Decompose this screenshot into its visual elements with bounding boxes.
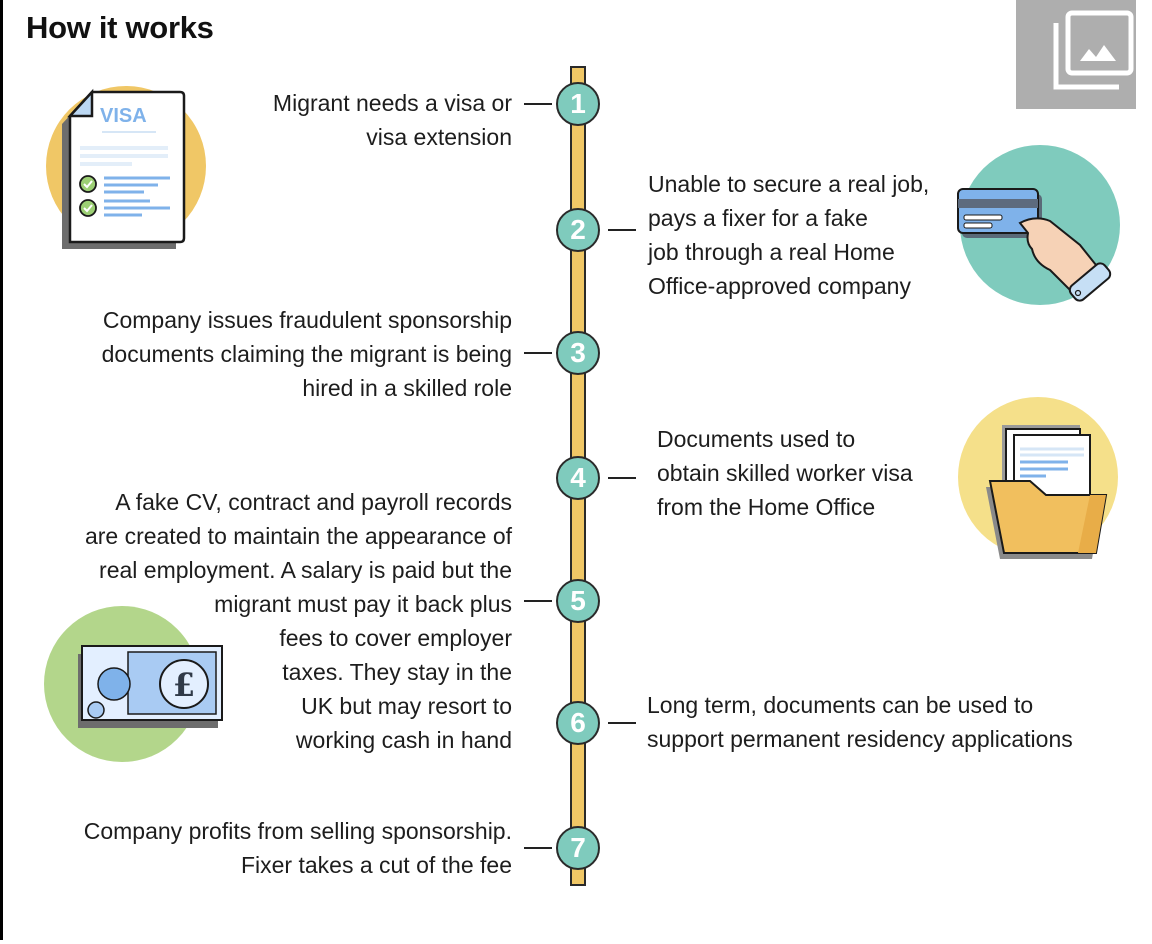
- step-4-text: Documents used to obtain skilled worker …: [657, 426, 913, 520]
- image-gallery-button[interactable]: [1016, 0, 1136, 109]
- step-5-text: A fake CV, contract and payroll records …: [84, 489, 512, 753]
- step-5-connector: [524, 600, 552, 602]
- document-folder-icon: [958, 397, 1118, 559]
- step-1-node: 1: [556, 82, 600, 126]
- step-6-node: 6: [556, 701, 600, 745]
- step-5-node: 5: [556, 579, 600, 623]
- step-3-connector: [524, 352, 552, 354]
- image-gallery-icon: [1053, 10, 1134, 90]
- page-title: How it works: [26, 10, 214, 45]
- step-1-text: Migrant needs a visa or visa extension: [272, 90, 512, 150]
- step-4-connector: [608, 477, 636, 479]
- step-7-text: Company profits from selling sponsorship…: [83, 818, 512, 878]
- step-3-node: 3: [556, 331, 600, 375]
- step-2-connector: [608, 229, 636, 231]
- pound-banknote-icon: £: [44, 606, 223, 762]
- step-4-node: 4: [556, 456, 600, 500]
- step-1-connector: [524, 103, 552, 105]
- step-2-text: Unable to secure a real job, pays a fixe…: [648, 171, 930, 299]
- step-7-connector: [524, 847, 552, 849]
- frame-left-border: [0, 0, 3, 940]
- step-2-node: 2: [556, 208, 600, 252]
- step-3-text: Company issues fraudulent sponsorship do…: [101, 307, 512, 401]
- step-7-node: 7: [556, 826, 600, 870]
- card-payment-icon: [957, 145, 1120, 305]
- visa-document-icon: VISA: [46, 86, 206, 249]
- step-6-connector: [608, 722, 636, 724]
- svg-text:VISA: VISA: [100, 105, 147, 127]
- step-6-text: Long term, documents can be used to supp…: [647, 692, 1073, 752]
- svg-text:£: £: [173, 666, 195, 704]
